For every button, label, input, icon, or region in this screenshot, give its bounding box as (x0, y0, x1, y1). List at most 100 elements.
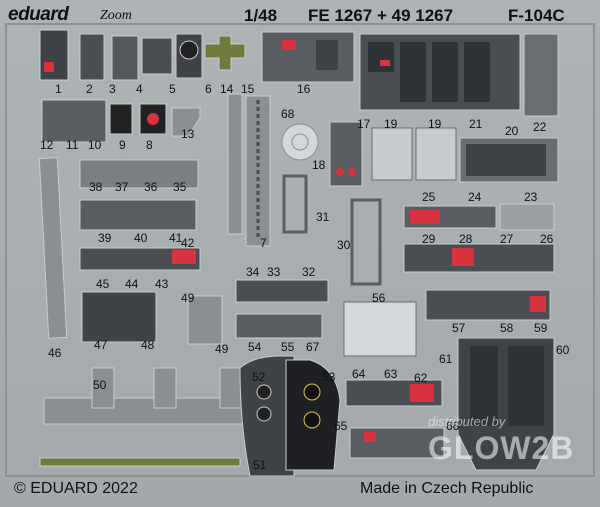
part-number: 12 (40, 138, 54, 152)
part-number: 8 (146, 138, 153, 152)
part-39-41 (79, 199, 197, 231)
part-47-48 (81, 291, 157, 343)
part-18-red-a (336, 168, 344, 176)
part-number: 35 (173, 180, 187, 194)
part-13 (171, 107, 201, 137)
part-number: 33 (267, 265, 281, 279)
model-name: F-104C (508, 6, 565, 25)
part-number: 65 (334, 419, 348, 433)
part-number: 49 (215, 342, 229, 356)
part-14 (227, 93, 243, 235)
part-17-18 (329, 121, 363, 187)
part-5-gauge (179, 40, 199, 60)
part-16 (261, 31, 355, 83)
part-number: 19 (428, 117, 442, 131)
part-number: 34 (246, 265, 260, 279)
part-50-leg-a (91, 367, 115, 409)
part-number: 40 (134, 231, 148, 245)
part-30 (350, 198, 382, 286)
part-number: 18 (312, 158, 326, 172)
part-number: 15 (241, 82, 255, 96)
part-number: 49 (181, 291, 195, 305)
part-11 (41, 99, 107, 143)
part-number: 54 (248, 340, 262, 354)
part-number: 26 (540, 232, 554, 246)
part-number: 10 (88, 138, 102, 152)
part-number: 16 (297, 82, 311, 96)
part-50-leg-c (219, 367, 243, 409)
part-number: 6 (205, 82, 212, 96)
part-31 (282, 174, 308, 234)
part-number: 47 (94, 338, 108, 352)
part-number: 39 (98, 231, 112, 245)
part-number: 45 (96, 277, 110, 291)
part-number: 42 (181, 236, 195, 250)
part-56 (343, 301, 417, 357)
part-number: 2 (86, 82, 93, 96)
part-20-grid (466, 144, 546, 176)
part-number: 56 (372, 291, 386, 305)
part-4 (141, 37, 173, 75)
part-number: 28 (459, 232, 473, 246)
part-number: 58 (500, 321, 514, 335)
part-8-red-light (147, 113, 159, 125)
part-61-console (470, 346, 498, 426)
part-35-38 (79, 159, 199, 189)
origin-text: Made in Czech Republic (360, 480, 534, 497)
part-53-gauge-b (303, 411, 321, 429)
part-number: 32 (302, 265, 316, 279)
part-46 (38, 157, 68, 339)
part-60-console (508, 346, 544, 426)
part-number: 67 (306, 340, 320, 354)
part-50-leg-b (153, 367, 177, 409)
copyright-text: © EDUARD 2022 (14, 480, 138, 497)
zoom-logo: Zoom (100, 8, 132, 23)
part-number: 38 (89, 180, 103, 194)
part-number: 46 (48, 346, 62, 360)
part-49 (187, 295, 223, 345)
part-number: 60 (556, 343, 570, 357)
part-21-box-d (464, 42, 490, 102)
part-number: 19 (384, 117, 398, 131)
watermark-line-1: distributed by (428, 414, 506, 429)
part-6 (204, 35, 246, 71)
part-number: 23 (524, 190, 538, 204)
part-number: 43 (155, 277, 169, 291)
part-number: 36 (144, 180, 158, 194)
part-16-box (316, 40, 338, 70)
part-21-box-b (400, 42, 426, 102)
part-number: 48 (141, 338, 155, 352)
part-number: 59 (534, 321, 548, 335)
part-number: 3 (109, 82, 116, 96)
part-2 (79, 33, 105, 81)
part-1 (39, 29, 69, 81)
part-number: 55 (281, 340, 295, 354)
part-21-box-c (432, 42, 458, 102)
part-number: 57 (452, 321, 466, 335)
part-number: 66 (446, 419, 460, 433)
part-1-red-light (44, 62, 54, 72)
part-57-59 (425, 289, 551, 321)
part-number: 29 (422, 232, 436, 246)
part-number: 64 (352, 367, 366, 381)
part-32-34 (235, 279, 329, 303)
part-54-55-67 (235, 313, 323, 339)
part-42-45 (79, 247, 201, 271)
part-number: 25 (422, 190, 436, 204)
part-42-red (172, 250, 196, 264)
part-number: 5 (169, 82, 176, 96)
part-number: 50 (93, 378, 107, 392)
part-16-red-a (282, 40, 296, 50)
part-number: 44 (125, 277, 139, 291)
part-21-box-a (368, 42, 394, 72)
part-number: 22 (533, 120, 547, 134)
part-23 (499, 203, 555, 231)
part-number: 4 (136, 82, 143, 96)
part-number: 27 (500, 232, 514, 246)
part-62-red (410, 384, 434, 402)
part-number: 21 (469, 117, 483, 131)
part-3 (111, 35, 139, 81)
part-number: 17 (357, 117, 371, 131)
part-53-gauge-a (303, 383, 321, 401)
